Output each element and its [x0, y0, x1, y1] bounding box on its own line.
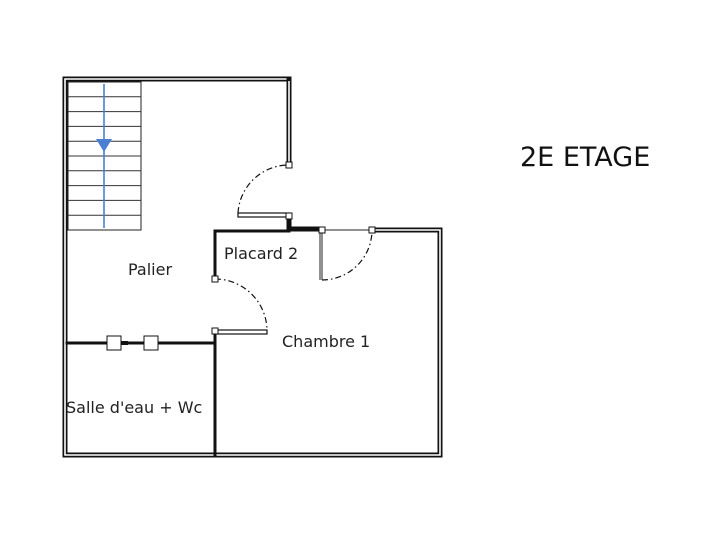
- door-jamb: [368, 226, 376, 234]
- doors: [106, 161, 376, 351]
- staircase: [67, 81, 142, 231]
- room-label-placard-2: Placard 2: [224, 244, 298, 263]
- sliding-door-track: [121, 341, 128, 345]
- room-label-palier: Palier: [128, 260, 172, 279]
- door-landing-closet[interactable]: [237, 161, 293, 220]
- door-bathroom-sliding[interactable]: [106, 335, 159, 351]
- closet-top-wall: [286, 213, 325, 232]
- outer-wall-main-face: [64, 78, 441, 456]
- closet-left-wall: [213, 229, 291, 280]
- door-jamb: [318, 226, 326, 234]
- room-label-chambre-1: Chambre 1: [282, 332, 370, 351]
- door-landing-bedroom[interactable]: [211, 275, 268, 335]
- interior-walls: [65, 229, 323, 457]
- sliding-door-panel: [106, 335, 122, 351]
- door-jamb: [211, 327, 219, 335]
- room-label-salle-eau: Salle d'eau + Wc: [66, 398, 202, 417]
- door-jamb: [285, 212, 293, 220]
- door-bedroom-closet[interactable]: [318, 226, 376, 281]
- door-swing-arc: [321, 229, 373, 281]
- door-leaf: [237, 212, 290, 218]
- outer-walls: [62, 76, 443, 458]
- door-swing-arc: [237, 164, 290, 214]
- door-jamb: [285, 161, 293, 169]
- stair-direction-arrow-icon: [96, 139, 112, 152]
- door-swing-arc: [214, 278, 268, 331]
- door-leaf: [214, 329, 268, 335]
- door-jamb: [211, 275, 219, 283]
- sliding-door-panel: [143, 335, 159, 351]
- floor-title: 2E ETAGE: [520, 142, 650, 173]
